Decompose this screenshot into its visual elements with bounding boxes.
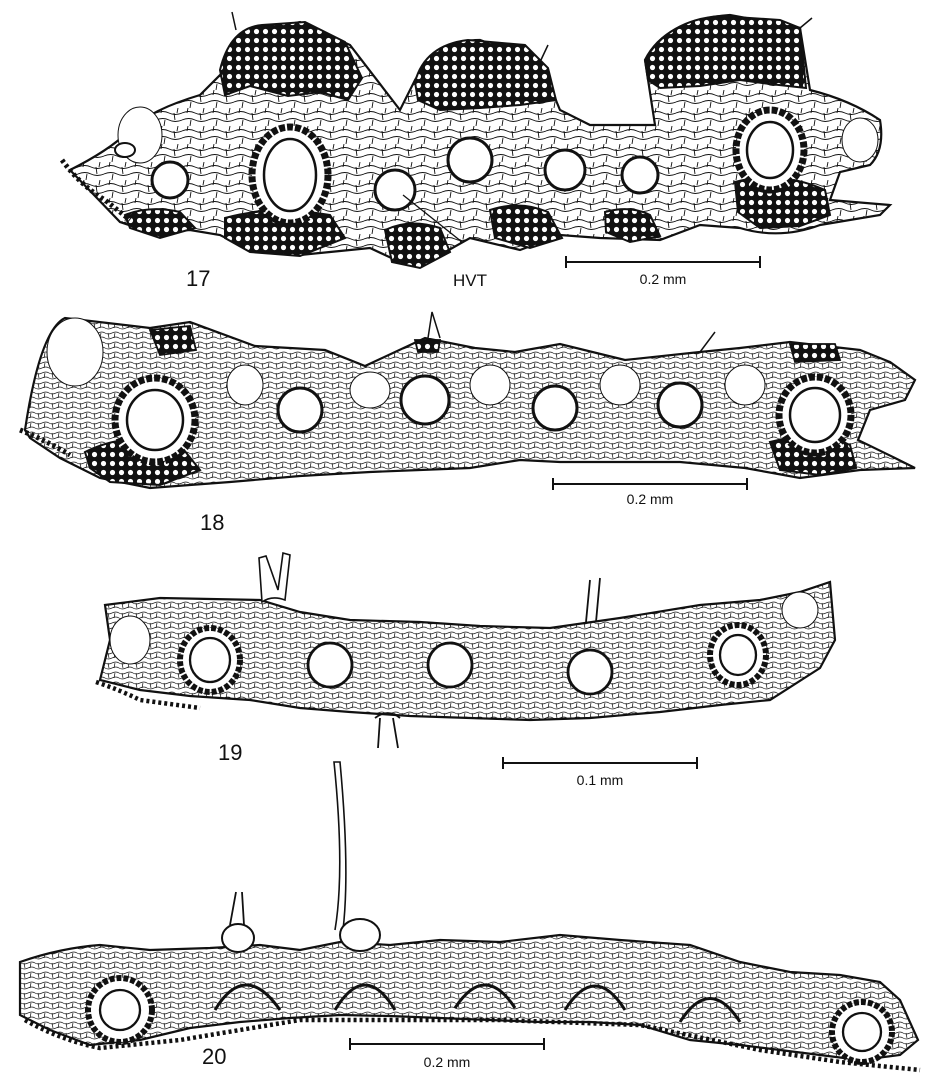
fig17-bundle-small-2 [375, 170, 415, 210]
fig18-scale-label: 0.2 mm [627, 492, 674, 506]
fig18-leaf-section [20, 312, 915, 490]
fig17-hvt-label: HVT [453, 272, 487, 289]
fig19-scale-label: 0.1 mm [577, 773, 624, 787]
fig18-bundle-small-4 [658, 383, 702, 427]
fig19-number: 19 [218, 742, 242, 764]
fig20-number: 20 [202, 1046, 226, 1068]
fig18-bundle-small-1 [278, 388, 322, 432]
fig18-bundle-small-3 [533, 386, 577, 430]
fig17-bundle-small-5 [622, 157, 658, 193]
fig20-section-body [20, 935, 918, 1060]
fig17-bundle-small-3 [448, 138, 492, 182]
fig18-upper-patch-mid [415, 340, 440, 352]
fig17-scale-label: 0.2 mm [640, 272, 687, 286]
fig18-trichome-stub [428, 312, 440, 338]
fig18-bundle-small-2 [401, 376, 449, 424]
fig19-trichome-right [586, 578, 600, 622]
fig17-leaf-section [62, 12, 890, 268]
fig20-scale-label: 0.2 mm [424, 1055, 471, 1069]
fig17-bundle-small-1 [152, 162, 188, 198]
fig19-bundle-small-3 [568, 650, 612, 694]
fig20-leaf-section [20, 762, 920, 1070]
fig18-upper-patch-right [790, 344, 840, 362]
fig17-upper-cap-middle [415, 40, 556, 110]
fig17-lower-band-3 [385, 223, 450, 268]
fig19-trichome-lower [375, 713, 400, 748]
fig19-trichome-left [259, 553, 290, 602]
fig19-bundle-small-2 [428, 643, 472, 687]
fig17-bundle-small-4 [545, 150, 585, 190]
fig19-bundle-small-1 [308, 643, 352, 687]
fig20-trichome-long [334, 762, 346, 930]
fig19-leaf-section [96, 553, 835, 769]
fig18-number: 18 [200, 512, 224, 534]
fig17-upper-cap-left [220, 22, 362, 100]
fig17-number: 17 [186, 268, 210, 290]
fig20-trichome-short [230, 892, 244, 925]
fig17-upper-cap-right [645, 16, 806, 88]
